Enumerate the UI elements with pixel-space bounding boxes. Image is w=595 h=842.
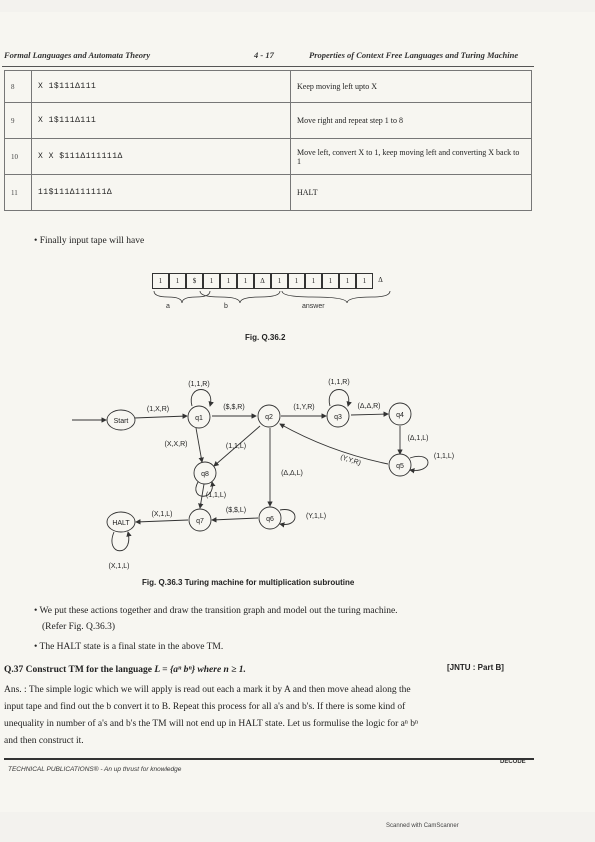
question-heading: Q.37 Construct TM for the language L = {… xyxy=(4,663,246,677)
final-tape-bullet: • Finally input tape will have xyxy=(34,236,145,246)
transition-label: (Y,1,L) xyxy=(306,513,326,520)
step-action: Move right and repeat step 1 to 8 xyxy=(290,102,532,139)
publisher-footer: TECHNICAL PUBLICATIONS® - An up thrust f… xyxy=(8,766,182,773)
transition-label: (1,1,L) xyxy=(226,443,246,450)
tape-cell: 1 xyxy=(288,273,305,289)
state-q2 xyxy=(257,404,281,428)
steps-table: 8 X 1$111Δ111 Keep moving left upto X 9 … xyxy=(4,70,532,211)
tape-cell: 1 xyxy=(220,273,237,289)
question-language: L = {aⁿ bⁿ} where n ≥ 1. xyxy=(154,665,246,675)
table-row: 11 11$111Δ111111Δ HALT xyxy=(4,174,532,211)
state-q6 xyxy=(258,506,282,530)
state-label: q7 xyxy=(196,518,204,525)
fig-reference: (Refer Fig. Q.36.3) xyxy=(42,622,116,632)
table-row: 8 X 1$111Δ111 Keep moving left upto X xyxy=(4,70,532,103)
tape-blank: Δ xyxy=(373,273,388,287)
answer-line: unequality in number of a's and b's the … xyxy=(4,719,418,729)
step-number: 9 xyxy=(4,102,32,139)
tape-cell: 1 xyxy=(305,273,322,289)
transition-label: (1,1,L) xyxy=(206,492,226,499)
tape-cell: 1 xyxy=(152,273,169,289)
final-tape: 1 1 $ 1 1 1 Δ 1 1 1 1 1 1 Δ a b answer xyxy=(152,273,391,310)
exam-reference: [JNTU : Part B] xyxy=(447,663,504,672)
state-label: q1 xyxy=(195,415,203,422)
header-book-title: Formal Languages and Automata Theory xyxy=(4,50,151,60)
tape-label-a: a xyxy=(166,303,170,310)
header-page-number: 4 - 17 xyxy=(254,50,274,60)
transition-label: (1,1,R) xyxy=(328,379,349,386)
tape-cell: 1 xyxy=(356,273,373,289)
tape-braces xyxy=(153,290,391,304)
tape-cell: 1 xyxy=(271,273,288,289)
transition-label: (1,Y,R) xyxy=(293,404,314,411)
table-row: 9 X 1$111Δ111 Move right and repeat step… xyxy=(4,102,532,139)
bullet-transition-graph: • We put these actions together and draw… xyxy=(34,606,398,616)
answer-line: and then construct it. xyxy=(4,736,84,746)
transition-label: (X,1,L) xyxy=(151,511,172,518)
tape-contents: X 1$111Δ111 xyxy=(31,102,291,139)
state-q4 xyxy=(388,402,412,426)
turing-machine-diagram: Start q1 q2 q3 q4 q5 q6 q7 q8 HALT (1,X,… xyxy=(72,379,454,570)
tape-contents: X X $111Δ111111Δ xyxy=(31,138,291,175)
question-number: Q.37 xyxy=(4,665,24,675)
transition-label: (Δ,Δ,L) xyxy=(281,470,303,477)
state-label: q2 xyxy=(265,414,273,421)
transition-label: (X,1,L) xyxy=(108,563,129,570)
header-chapter-title: Properties of Context Free Languages and… xyxy=(309,50,519,60)
tape-contents: 11$111Δ111111Δ xyxy=(31,174,291,211)
transition-label: (1,X,R) xyxy=(147,406,169,413)
answer-line: Ans. : The simple logic which we will ap… xyxy=(4,685,411,695)
footer-divider xyxy=(4,758,534,760)
fig-caption-2: Fig. Q.36.3 Turing machine for multiplic… xyxy=(142,578,355,587)
tape-cell: Δ xyxy=(254,273,271,289)
answer-line: input tape and find out the b convert it… xyxy=(4,702,406,712)
step-number: 8 xyxy=(4,70,32,103)
transition-label: (X,X,R) xyxy=(165,441,188,448)
state-label: q8 xyxy=(201,471,209,478)
table-row: 10 X X $111Δ111111Δ Move left, convert X… xyxy=(4,138,532,175)
transition-label: ($,$,L) xyxy=(226,507,246,514)
state-q8 xyxy=(193,461,217,485)
header-divider xyxy=(2,66,534,67)
state-start xyxy=(106,409,136,431)
tape-cell: 1 xyxy=(169,273,186,289)
tape-contents: X 1$111Δ111 xyxy=(31,70,291,103)
state-q7 xyxy=(188,508,212,532)
state-label: q3 xyxy=(334,414,342,421)
tape-cell: 1 xyxy=(339,273,356,289)
page-header: Formal Languages and Automata Theory 4 -… xyxy=(4,50,534,64)
step-number: 11 xyxy=(4,174,32,211)
state-q1 xyxy=(187,405,211,429)
question-text: Construct TM for the language xyxy=(25,665,152,675)
state-label: q5 xyxy=(396,463,404,470)
tape-label-b: b xyxy=(224,303,228,310)
decode-logo: DECODE xyxy=(500,759,526,765)
tape-cell: 1 xyxy=(237,273,254,289)
transition-label: (1,1,L) xyxy=(434,453,454,460)
bullet-halt-final: • The HALT state is a final state in the… xyxy=(34,642,224,652)
transition-label: (Δ,1,L) xyxy=(407,435,428,442)
transition-label: (Δ,Δ,R) xyxy=(358,403,381,410)
state-label: Start xyxy=(114,418,129,425)
transition-label: (Y,Y,R) xyxy=(339,454,361,467)
state-label: HALT xyxy=(112,520,130,527)
state-label: q6 xyxy=(266,516,274,523)
state-q3 xyxy=(326,404,350,428)
scanner-watermark: Scanned with CamScanner xyxy=(386,823,459,829)
tape-cell: $ xyxy=(186,273,203,289)
tape-cell: 1 xyxy=(322,273,339,289)
tape-cell: 1 xyxy=(203,273,220,289)
transition-label: ($,$,R) xyxy=(223,404,244,411)
fig-caption-1: Fig. Q.36.2 xyxy=(245,333,286,342)
step-number: 10 xyxy=(4,138,32,175)
step-action: HALT xyxy=(290,174,532,211)
tape-label-answer: answer xyxy=(302,303,325,310)
state-q5 xyxy=(388,453,412,477)
state-label: q4 xyxy=(396,412,404,419)
transition-label: (1,1,R) xyxy=(188,381,209,388)
step-action: Move left, convert X to 1, keep moving l… xyxy=(290,138,532,175)
step-action: Keep moving left upto X xyxy=(290,70,532,103)
state-halt xyxy=(106,511,136,533)
